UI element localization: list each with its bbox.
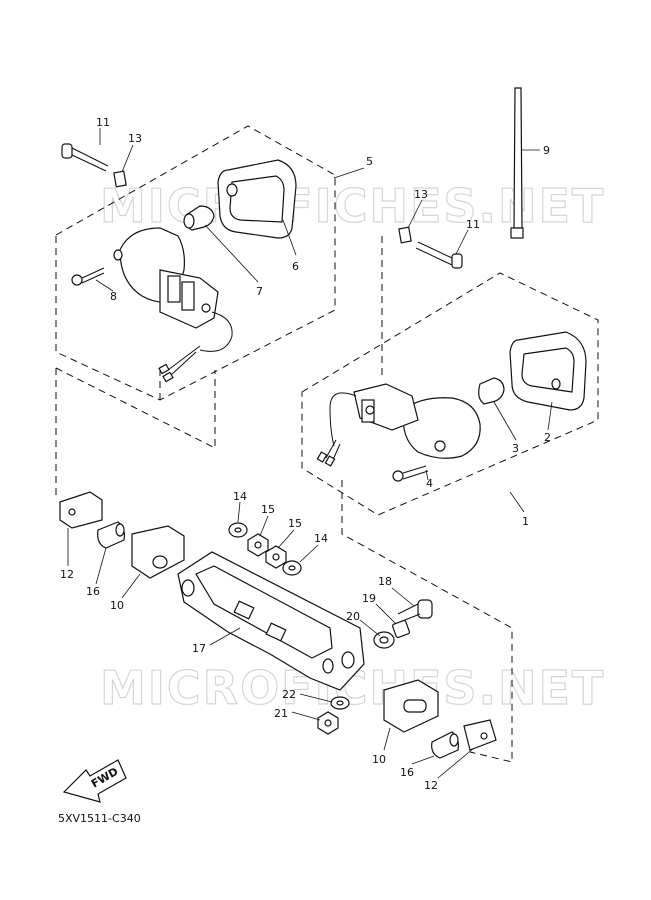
callout-10-left: 10 (110, 599, 124, 612)
callout-14-left: 14 (233, 490, 247, 503)
callout-19: 19 (362, 592, 376, 605)
callout-10-right: 10 (372, 753, 386, 766)
callout-22: 22 (282, 688, 296, 701)
alignment-line-right (341, 236, 513, 763)
callout-1: 1 (522, 515, 529, 528)
callout-16-left: 16 (86, 585, 100, 598)
lens-part-6 (217, 159, 297, 239)
callout-15-right: 15 (288, 517, 302, 530)
callout-13-right: 13 (414, 188, 428, 201)
screw-part-8 (71, 267, 105, 286)
washer-part-14-left (228, 522, 248, 538)
callout-15-left: 15 (261, 503, 275, 516)
leader-lines (67, 128, 553, 779)
screw-part-4 (392, 465, 429, 482)
callout-6: 6 (292, 260, 299, 273)
washer-part-13-left (113, 170, 127, 188)
callout-labels: 11 13 5 6 7 8 9 13 11 2 3 4 1 14 15 15 1… (60, 116, 551, 792)
watermark-top: MICROFICHES.NET (100, 179, 605, 233)
diagram-code: 5XV1511-C340 (58, 812, 141, 825)
callout-5: 5 (366, 155, 373, 168)
signal-housing-right (316, 383, 481, 467)
collar-part-19 (391, 619, 411, 639)
washer-part-13-right (398, 226, 412, 244)
bulb-part-7 (183, 205, 215, 231)
callout-16-right: 16 (400, 766, 414, 779)
bulb-part-3 (478, 377, 505, 405)
assembly-box-left (55, 125, 336, 401)
callout-11-left: 11 (96, 116, 110, 129)
plate-part-12-left (59, 491, 103, 529)
washer-part-22 (330, 696, 350, 710)
callout-4: 4 (426, 477, 433, 490)
callout-11-right: 11 (466, 218, 480, 231)
callout-14-right: 14 (314, 532, 328, 545)
fwd-arrow-icon: FWD (62, 759, 127, 803)
signal-housing-left (113, 227, 233, 383)
spacer-part-16-left (97, 521, 125, 549)
damper-part-10-left (131, 525, 185, 579)
callout-20: 20 (346, 610, 360, 623)
damper-part-10-right (383, 679, 439, 733)
spacer-part-16-right (431, 731, 459, 759)
bolt-part-11-right (415, 241, 463, 269)
nut-part-15-left (247, 533, 269, 557)
bolt-part-11-left (61, 143, 109, 172)
callout-17: 17 (192, 642, 206, 655)
cable-tie-part-9 (510, 87, 524, 239)
callout-21: 21 (274, 707, 288, 720)
callout-9: 9 (543, 144, 550, 157)
alignment-line-left (55, 367, 216, 498)
washer-part-14-right (282, 560, 302, 576)
callout-3: 3 (512, 442, 519, 455)
nut-part-15-right (265, 545, 287, 569)
grommet-part-20 (373, 631, 395, 649)
callout-12-left: 12 (60, 568, 74, 581)
callout-7: 7 (256, 285, 263, 298)
callout-12-right: 12 (424, 779, 438, 792)
bracket-part-17 (177, 551, 365, 691)
callout-2: 2 (544, 431, 551, 444)
callout-18: 18 (378, 575, 392, 588)
assembly-box-right (301, 272, 599, 516)
callout-8: 8 (110, 290, 117, 303)
nut-part-21 (317, 711, 339, 735)
bolt-part-18 (397, 599, 433, 623)
lens-part-2 (509, 331, 587, 411)
callout-13-left: 13 (128, 132, 142, 145)
plate-part-12-right (463, 719, 497, 751)
